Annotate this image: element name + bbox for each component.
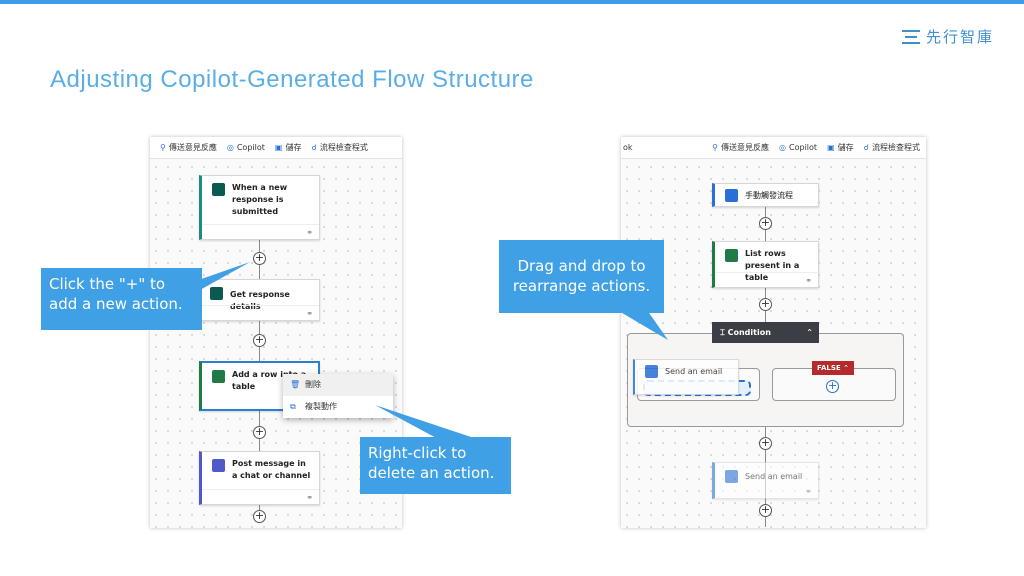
- condition-header[interactable]: ⌶ Condition⌃: [712, 322, 819, 343]
- menu-item-delete[interactable]: 🗑刪除: [283, 374, 393, 396]
- add-action-button[interactable]: +: [253, 425, 266, 439]
- copilot-button[interactable]: ◎Copilot: [226, 143, 265, 152]
- feedback-icon: ⚲: [712, 143, 719, 152]
- add-action-button[interactable]: +: [253, 333, 266, 347]
- add-action-button[interactable]: +: [759, 503, 772, 517]
- top-accent-bar: [0, 0, 1024, 4]
- designer-toolbar: ⚲傳送意見反應 ◎Copilot ▣儲存 ☌流程檢查程式: [150, 137, 402, 159]
- save-button[interactable]: ▣儲存: [274, 143, 302, 152]
- stethoscope-icon: ☌: [863, 143, 869, 152]
- logo-text: 先行智庫: [925, 28, 994, 46]
- slide-title: Adjusting Copilot-Generated Flow Structu…: [50, 66, 534, 93]
- flow-card-get-response[interactable]: Get response details ⚭: [199, 279, 320, 321]
- designer-toolbar: ok ⚲傳送意見反應 ◎Copilot ▣儲存 ☌流程檢查程式: [621, 137, 926, 159]
- link-icon: ⚭: [805, 487, 812, 496]
- copilot-icon: ◎: [779, 143, 787, 152]
- copilot-button[interactable]: ◎Copilot: [779, 143, 818, 152]
- flow-card-send-email[interactable]: Send an email ⚭: [712, 462, 819, 499]
- pointer-delete: [375, 405, 480, 440]
- save-icon: ▣: [827, 143, 835, 152]
- feedback-icon: ⚲: [160, 143, 166, 152]
- flow-card-manual-trigger[interactable]: 手動觸發流程: [712, 183, 819, 207]
- add-action-button[interactable]: +: [759, 297, 772, 311]
- false-label[interactable]: FALSE ⌃: [812, 361, 854, 375]
- logo-icon: [901, 29, 920, 44]
- brand-logo: 先行智庫: [901, 26, 994, 47]
- flow-card-list-rows[interactable]: List rows present in a table ⚭: [712, 241, 819, 288]
- forms-icon: [210, 287, 223, 300]
- excel-icon: [212, 370, 225, 383]
- feedback-button[interactable]: ⚲傳送意見反應: [712, 143, 770, 152]
- stethoscope-icon: ☌: [311, 143, 317, 152]
- feedback-button[interactable]: ⚲傳送意見反應: [160, 143, 217, 152]
- outlook-icon: [725, 470, 738, 483]
- add-action-button[interactable]: +: [253, 509, 266, 523]
- flow-checker-button[interactable]: ☌流程檢查程式: [863, 143, 920, 152]
- link-icon: ⚭: [306, 309, 313, 318]
- flow-checker-button[interactable]: ☌流程檢查程式: [311, 143, 368, 152]
- copilot-icon: ◎: [226, 143, 234, 152]
- link-icon: ⚭: [306, 493, 313, 502]
- menu-item-copy-action[interactable]: ⧉複製動作: [283, 396, 393, 418]
- callout-delete: Right-click to delete an action.: [360, 437, 511, 494]
- context-menu: 🗑刪除 ⧉複製動作: [283, 374, 393, 418]
- link-icon: ⚭: [805, 276, 812, 285]
- callout-drag: Drag and drop to rearrange actions.: [499, 240, 664, 313]
- forms-icon: [212, 183, 225, 196]
- outlook-icon: [645, 365, 658, 378]
- link-icon: ⚭: [306, 228, 313, 237]
- dragging-card-send-email[interactable]: Send an email: [633, 359, 739, 395]
- flow-card-post-message[interactable]: Post message in a chat or channel ⚭: [199, 451, 320, 505]
- condition-icon: ⌶: [720, 328, 728, 337]
- add-action-button[interactable]: +: [759, 436, 772, 450]
- save-icon: ▣: [274, 143, 283, 152]
- add-action-button[interactable]: +: [826, 379, 839, 393]
- copy-icon: ⧉: [290, 402, 296, 411]
- right-flow-canvas: ok ⚲傳送意見反應 ◎Copilot ▣儲存 ☌流程檢查程式 手動觸發流程 +…: [621, 137, 926, 528]
- trash-icon: 🗑: [290, 380, 301, 389]
- add-action-button[interactable]: +: [759, 216, 772, 230]
- collapse-icon[interactable]: ⌃: [806, 328, 813, 337]
- teams-icon: [212, 459, 225, 472]
- save-button[interactable]: ▣儲存: [827, 143, 854, 152]
- callout-add-action: Click the "+" to add a new action.: [41, 268, 202, 330]
- flow-card-trigger[interactable]: When a new response is submitted ⚭: [199, 175, 320, 240]
- add-action-button[interactable]: +: [253, 251, 266, 265]
- excel-icon: [725, 249, 738, 262]
- manual-trigger-icon: [725, 189, 738, 202]
